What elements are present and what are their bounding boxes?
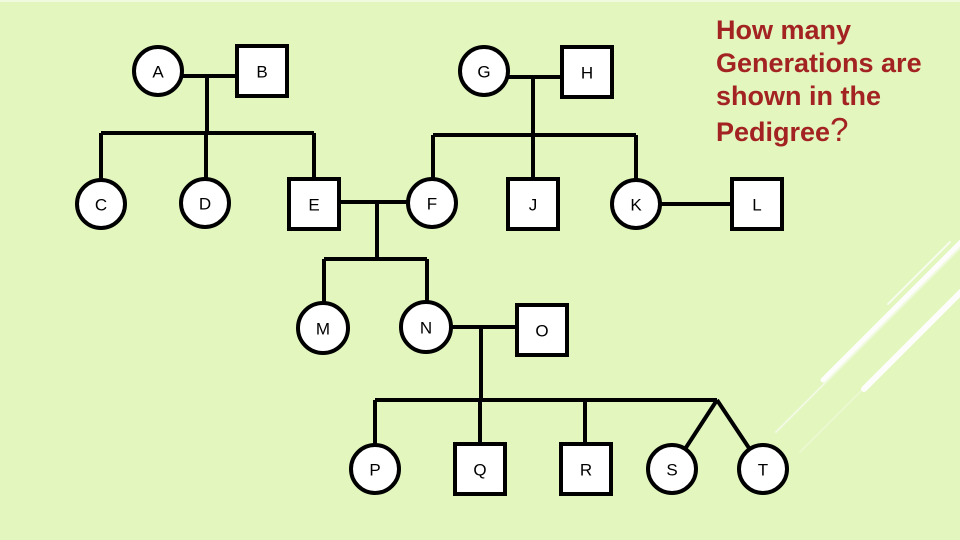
decorative-streaks [0,0,960,453]
male-symbol [560,45,614,99]
person-label: P [369,461,380,480]
person-label: B [256,63,267,82]
female-symbol [406,177,458,229]
female-symbol [737,443,789,495]
female-symbol [399,300,453,354]
person-label: S [666,461,677,480]
person-label: Q [473,461,486,480]
title-line-3: shown in the [716,81,881,111]
female-symbol [296,301,350,355]
title-last-word: Pedigree [716,117,831,147]
pedigree-node-d: D [179,177,231,229]
person-label: K [630,196,642,215]
female-symbol [75,178,127,230]
pedigree-node-j: J [506,177,560,231]
pedigree-nodes: A B G H C D E F [75,44,789,496]
person-label: A [152,63,164,82]
person-label: M [316,320,330,339]
pedigree-node-n: N [399,300,453,354]
person-label: F [427,195,437,214]
pedigree-node-o: O [515,303,569,357]
decorative-streak [775,246,960,433]
pedigree-node-e: E [287,177,341,231]
person-label: O [535,322,548,341]
male-symbol [453,442,507,496]
pedigree-node-t: T [737,443,789,495]
female-symbol [179,177,231,229]
pedigree-node-a: A [132,45,184,97]
slide-title: How many Generations are shown in the Pe… [716,14,954,149]
pedigree-node-b: B [235,44,289,98]
decorative-streak [820,239,960,383]
pedigree-node-f: F [406,177,458,229]
title-line-1: How many [716,15,852,45]
person-label: H [581,64,593,83]
person-label: J [529,196,538,215]
pedigree-node-r: R [559,442,613,496]
male-symbol [235,44,289,98]
female-symbol [458,45,510,97]
pedigree-node-s: S [646,443,698,495]
pedigree-node-h: H [560,45,614,99]
female-symbol [132,45,184,97]
question-mark: ? [830,111,849,148]
pedigree-connectors [99,74,765,471]
female-symbol [349,443,401,495]
person-label: D [199,195,211,214]
decorative-streak [887,241,951,305]
decorative-streak [861,288,960,392]
male-symbol [559,442,613,496]
pedigree-node-c: C [75,178,127,230]
female-symbol [646,443,698,495]
male-symbol [730,177,784,231]
pedigree-node-l: L [730,177,784,231]
person-label: T [758,461,768,480]
person-label: R [580,461,592,480]
person-label: L [752,196,761,215]
title-line-2: Generations are [716,48,922,78]
male-symbol [287,177,341,231]
person-label: E [308,196,319,215]
female-symbol [610,178,662,230]
person-label: C [95,196,107,215]
male-symbol [506,177,560,231]
title-line-4: Pedigree? [716,113,954,149]
pedigree-node-p: P [349,443,401,495]
pedigree-node-q: Q [453,442,507,496]
pedigree-node-m: M [296,301,350,355]
person-label: G [477,63,490,82]
pedigree-node-g: G [458,45,510,97]
person-label: N [420,319,432,338]
male-symbol [515,303,569,357]
pedigree-node-k: K [610,178,662,230]
